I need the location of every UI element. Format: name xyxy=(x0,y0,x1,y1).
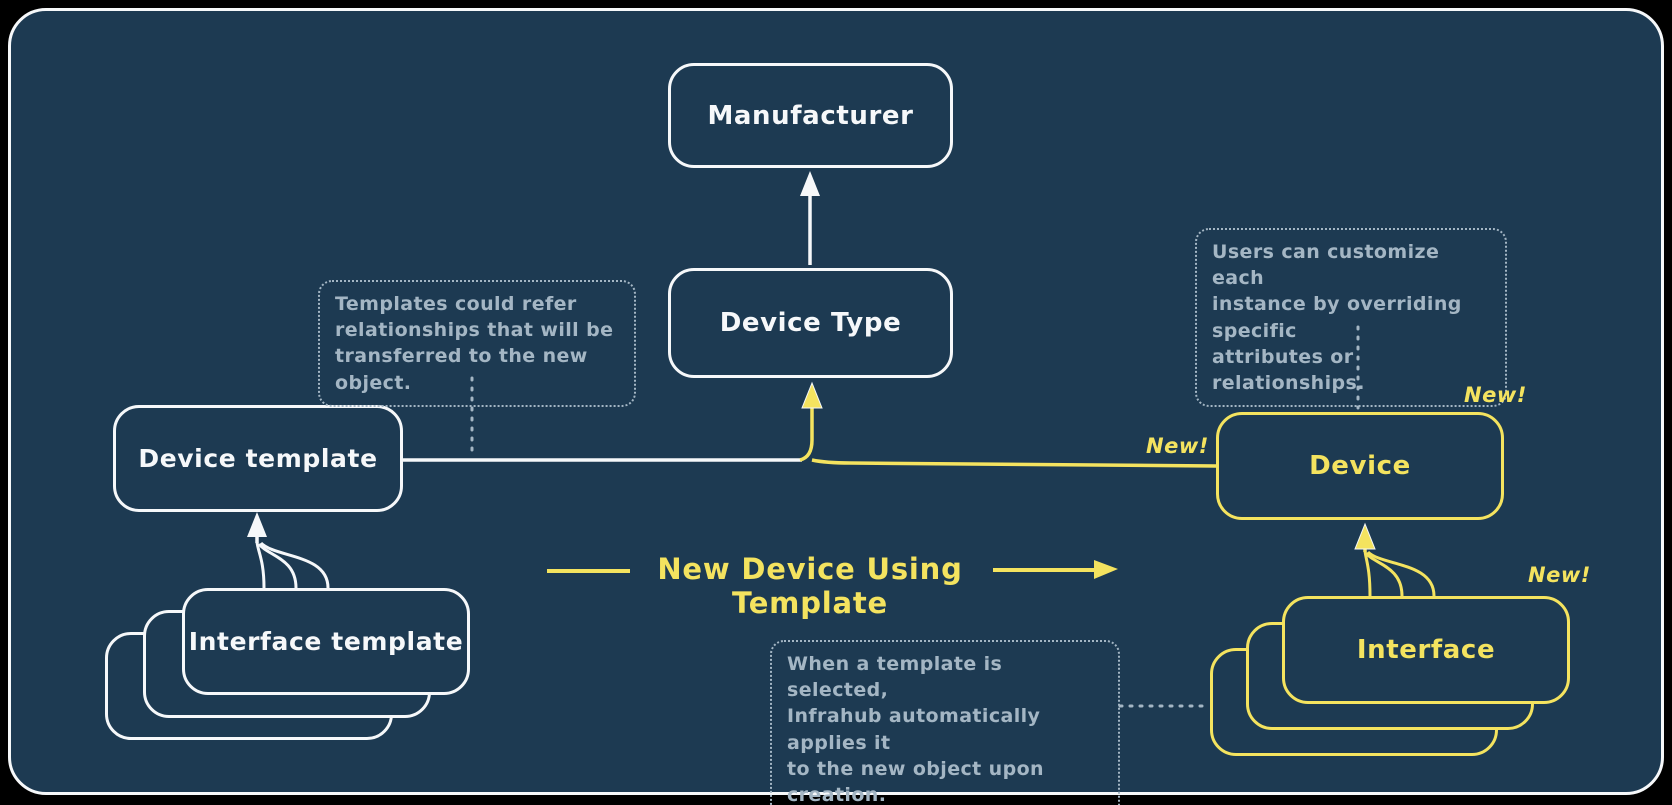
node-manufacturer: Manufacturer xyxy=(668,63,953,168)
node-interface-template-label: Interface template xyxy=(188,627,464,656)
badge-new-device: New! xyxy=(1464,383,1527,407)
node-device-template-label: Device template xyxy=(138,444,378,473)
node-device: Device xyxy=(1216,412,1504,520)
flow-label: New Device Using Template xyxy=(657,552,963,620)
node-device-label: Device xyxy=(1309,451,1411,481)
badge-new-line: New! xyxy=(1146,434,1209,458)
node-device-type-label: Device Type xyxy=(719,308,902,338)
annotation-templates-note: Templates could refer relationships that… xyxy=(318,280,636,407)
annotation-customize-note: Users can customize each instance by ove… xyxy=(1195,228,1507,408)
node-interface-label: Interface xyxy=(1356,635,1496,665)
node-manufacturer-label: Manufacturer xyxy=(707,100,914,131)
annotation-apply-note: When a template is selected, Infrahub au… xyxy=(770,640,1120,805)
node-device-type: Device Type xyxy=(668,268,953,378)
node-device-template: Device template xyxy=(113,405,403,512)
node-interface-template: Interface template xyxy=(182,588,470,695)
node-interface: Interface xyxy=(1282,596,1570,704)
badge-new-interface: New! xyxy=(1528,563,1591,587)
